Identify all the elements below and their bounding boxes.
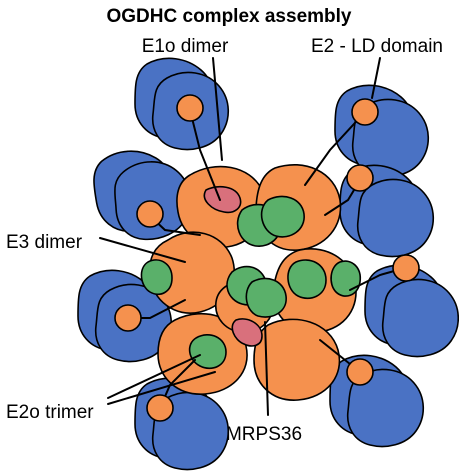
e3-dimers [140,195,362,370]
ld-head-3 [346,164,374,192]
label-e3-dimer: E3 dimer [6,232,83,253]
ld-head-2 [351,98,379,126]
label-mrps36: MRPS36 [226,424,302,445]
e2-lipoyl-domains [114,94,420,422]
ld-head-7 [114,304,142,332]
ld-head-5 [346,358,374,386]
ld-head-4 [392,254,420,282]
ld-head-6 [146,394,174,422]
ld-head-1 [176,94,204,122]
e1o-dimer-top-right [334,84,430,178]
e1o-dimer-bottom-right [329,354,425,448]
label-e2-ld-domain: E2 - LD domain [311,36,443,57]
label-e1o-dimer: E1o dimer [142,36,229,57]
ld-head-8 [136,200,164,228]
mrps36-subunits [203,185,263,347]
leader-lines [99,57,381,416]
label-e2o-trimer: E2o trimer [6,402,94,423]
diagram-title: OGDHC complex assembly [107,6,352,27]
